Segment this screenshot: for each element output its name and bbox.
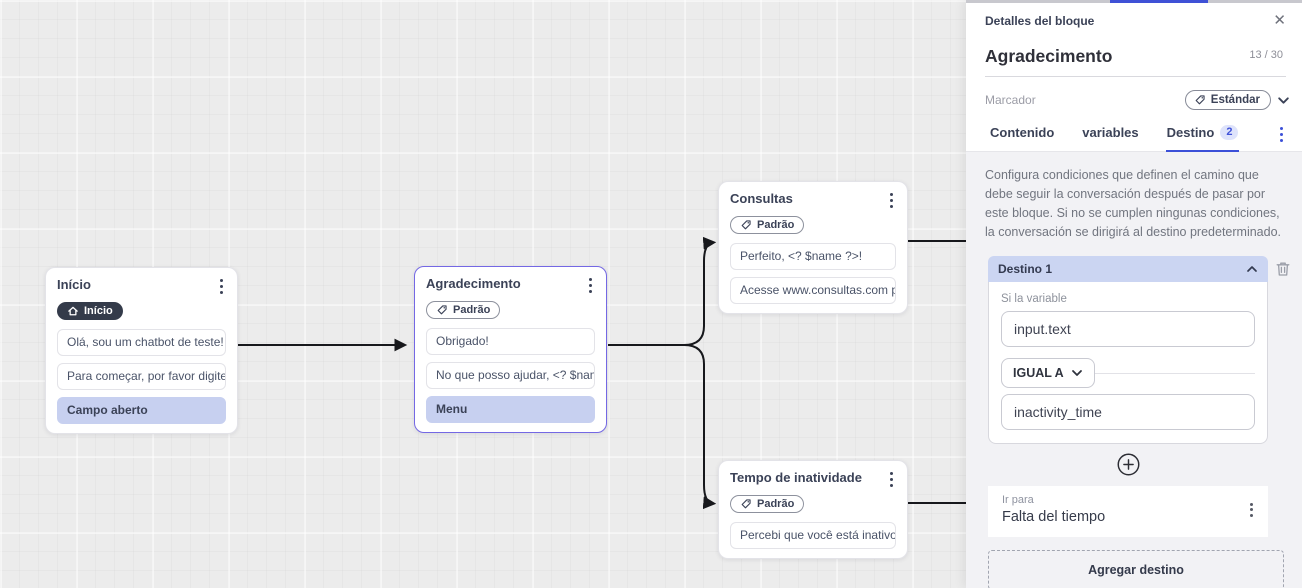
char-counter: 13 / 30: [1249, 49, 1283, 61]
destino-1-title: Destino 1: [998, 262, 1053, 277]
badge-label: Padrão: [757, 219, 795, 232]
node-title: Tempo de inatividade: [730, 470, 862, 485]
tag-icon: [1195, 95, 1205, 105]
open-field-row[interactable]: Campo aberto: [57, 397, 226, 425]
tag-icon: [437, 305, 447, 315]
message-row[interactable]: Obrigado!: [426, 328, 595, 356]
marcador-label: Marcador: [985, 93, 1036, 107]
tabs-menu-icon[interactable]: [1277, 124, 1286, 151]
message-row[interactable]: No que posso ajudar, <? $name ...: [426, 362, 595, 390]
add-destination-button[interactable]: Agregar destino: [988, 550, 1284, 588]
tag-icon: [741, 220, 751, 230]
chevron-down-icon[interactable]: [1277, 94, 1290, 107]
chevron-down-icon: [1071, 370, 1082, 377]
variable-label: Si la variable: [1001, 293, 1067, 306]
tab-label: Destino: [1166, 125, 1215, 141]
delete-destino-button[interactable]: [1274, 256, 1292, 283]
name-underline: [985, 76, 1286, 77]
badge-label: Padrão: [453, 304, 491, 317]
tag-icon: [741, 499, 751, 509]
edge-agradecimento-to-consultas[interactable]: [608, 236, 717, 346]
panel-top-scrollbar[interactable]: [966, 0, 1302, 3]
node-title: Consultas: [730, 191, 793, 206]
message-row[interactable]: Acesse www.consultas.com par...: [730, 277, 896, 305]
node-menu-icon[interactable]: [887, 469, 896, 490]
scrollbar-thumb[interactable]: [1110, 0, 1208, 3]
home-icon: [68, 307, 78, 316]
node-menu-icon[interactable]: [217, 276, 226, 297]
value-input[interactable]: [1001, 394, 1255, 431]
node-inicio[interactable]: Início Início Olá, sou um chatbot de tes…: [45, 267, 238, 435]
badge-label: Início: [84, 305, 113, 318]
tab-contenido[interactable]: Contenido: [989, 125, 1055, 153]
tab-destino[interactable]: Destino 2: [1165, 125, 1240, 154]
block-details-panel: Detalles del bloque ✕ 13 / 30 Marcador E…: [966, 0, 1302, 588]
chevron-up-icon[interactable]: [1246, 263, 1258, 275]
node-type-badge: Padrão: [426, 301, 501, 320]
node-title: Agradecimento: [426, 276, 521, 291]
block-name-input[interactable]: [985, 46, 1195, 67]
tab-label: Contenido: [990, 125, 1055, 141]
goto-label: Ir para: [1002, 494, 1034, 507]
message-row[interactable]: Percebi que você está inativo. C...: [730, 522, 896, 550]
node-agradecimento[interactable]: Agradecimento Padrão Obrigado! No que po…: [414, 266, 607, 434]
node-type-badge: Padrão: [730, 216, 805, 235]
node-type-badge: Início: [57, 302, 123, 321]
goto-row[interactable]: Ir para Falta del tiempo: [988, 486, 1268, 538]
node-tempo-inatividade[interactable]: Tempo de inatividade Padrão Percebi que …: [718, 460, 908, 560]
panel-tabs: Contenido variables Destino 2: [966, 124, 1302, 154]
destino-description: Configura condiciones que definen el cam…: [985, 168, 1281, 240]
variable-input[interactable]: [1001, 311, 1255, 348]
node-menu-icon[interactable]: [887, 190, 896, 211]
edge-agradecimento-to-tempo[interactable]: [608, 344, 717, 510]
goto-menu-icon[interactable]: [1247, 499, 1256, 520]
tab-label: variables: [1082, 125, 1139, 141]
operator-label: IGUAL A: [1013, 366, 1064, 381]
marcador-value: Estándar: [1210, 94, 1260, 106]
close-icon[interactable]: ✕: [1273, 12, 1286, 29]
menu-row[interactable]: Menu: [426, 396, 595, 424]
goto-value: Falta del tiempo: [1002, 509, 1106, 526]
node-menu-icon[interactable]: [586, 275, 595, 296]
destino-tab-content: Configura condiciones que definen el cam…: [966, 152, 1302, 588]
destino-1-group: Destino 1 Si la variable IGUAL A: [988, 256, 1268, 538]
destino-1-header[interactable]: Destino 1: [988, 256, 1268, 283]
badge-label: Padrão: [757, 498, 795, 511]
trash-icon: [1276, 262, 1290, 276]
node-title: Início: [57, 277, 91, 292]
marcador-select[interactable]: Estándar: [1184, 90, 1271, 110]
message-row[interactable]: Perfeito, <? $name ?>!: [730, 243, 896, 271]
destino-count-badge: 2: [1220, 125, 1239, 141]
message-row[interactable]: Olá, sou um chatbot de teste!: [57, 329, 226, 357]
message-row[interactable]: Para começar, por favor digite o ...: [57, 363, 226, 391]
node-type-badge: Padrão: [730, 495, 805, 514]
tab-variables[interactable]: variables: [1081, 125, 1139, 153]
add-condition-icon[interactable]: [1117, 453, 1140, 476]
node-consultas[interactable]: Consultas Padrão Perfeito, <? $name ?>! …: [718, 181, 908, 315]
condition-card: Si la variable IGUAL A: [988, 282, 1268, 445]
operator-select[interactable]: IGUAL A: [1001, 358, 1095, 389]
panel-title: Detalles del bloque: [985, 13, 1095, 28]
